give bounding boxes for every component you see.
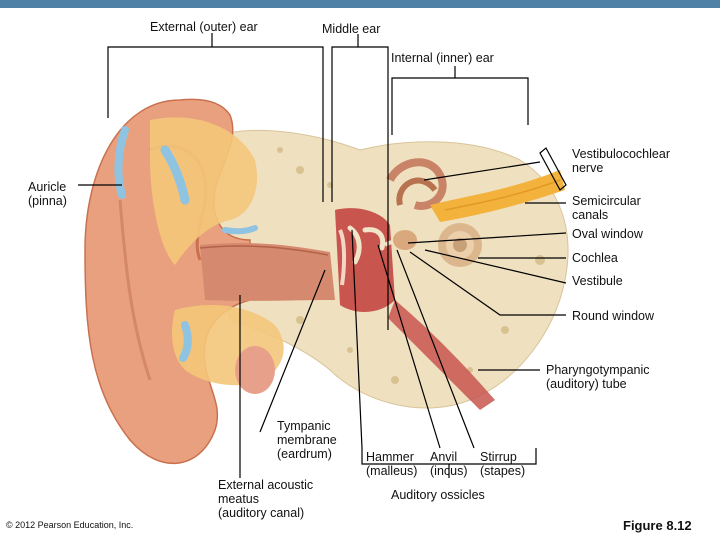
auditory-ossicles-label: Auditory ossicles (391, 488, 485, 502)
external-ear-label: External (outer) ear (150, 20, 258, 34)
round-window-label: Round window (572, 309, 654, 323)
external-acoustic-meatus-label: External acoustic meatus (auditory canal… (218, 478, 313, 520)
hammer-label: Hammer (malleus) (366, 450, 417, 478)
vestibule-label: Vestibule (572, 274, 623, 288)
ear-canal (200, 243, 335, 301)
internal-ear-bracket (392, 78, 528, 135)
oval-window-label: Oval window (572, 227, 643, 241)
pharyngotympanic-tube-label: Pharyngotympanic (auditory) tube (546, 363, 650, 391)
middle-ear-label: Middle ear (322, 22, 380, 36)
anvil-label: Anvil (incus) (430, 450, 468, 478)
copyright-note: © 2012 Pearson Education, Inc. (6, 520, 133, 531)
auricle-label: Auricle (pinna) (28, 180, 67, 208)
internal-ear-label: Internal (inner) ear (391, 51, 494, 65)
stirrup-label: Stirrup (stapes) (480, 450, 525, 478)
tympanic-membrane-label: Tympanic membrane (eardrum) (277, 419, 337, 461)
vestibulocochlear-nerve-label: Vestibulocochlear nerve (572, 147, 670, 175)
semicircular-canals-label: Semicircular canals (572, 194, 641, 222)
figure-number: Figure 8.12 (623, 519, 692, 533)
cochlea-label: Cochlea (572, 251, 618, 265)
